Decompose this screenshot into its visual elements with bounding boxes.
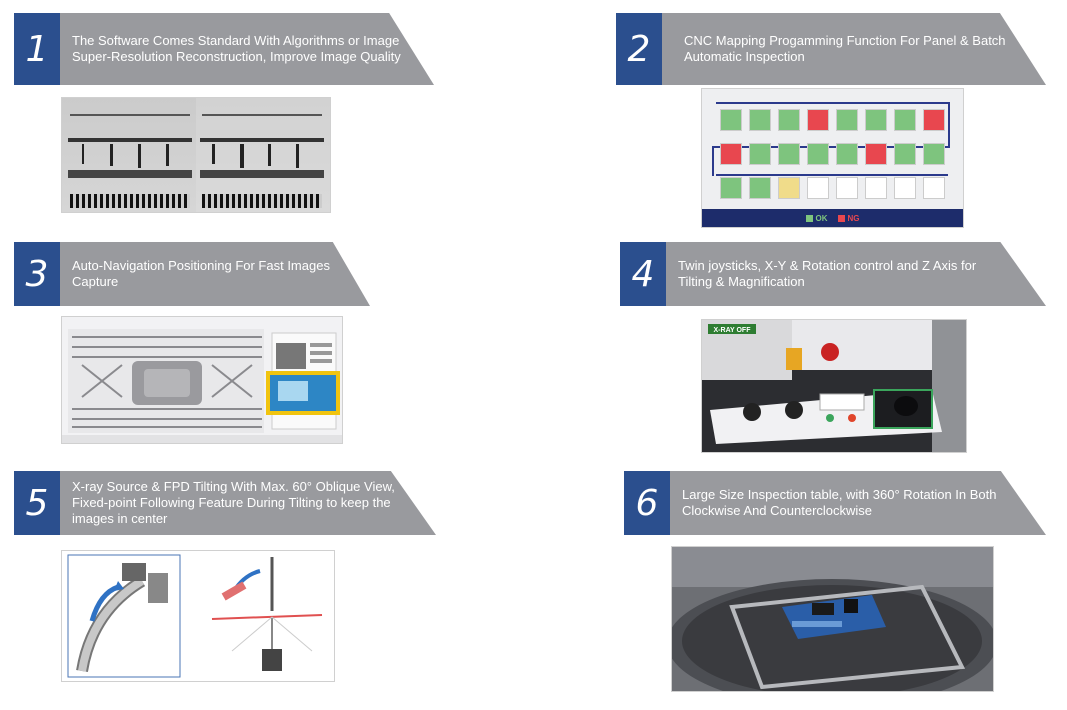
- cnc-cell-ok: [778, 143, 800, 165]
- cnc-cell-ok: [894, 109, 916, 131]
- cnc-cell-ok: [923, 143, 945, 165]
- feature-title: Auto-Navigation Positioning For Fast Ima…: [72, 258, 330, 289]
- cnc-cell-empty: [807, 177, 829, 199]
- cnc-cell-empty: [923, 177, 945, 199]
- feature-number: 6: [624, 471, 670, 535]
- rotation-table-photo: [671, 546, 994, 692]
- cnc-cell-empty: [894, 177, 916, 199]
- cnc-cell-ng: [923, 109, 945, 131]
- cnc-mapping-diagram: OK NG: [701, 88, 964, 228]
- cnc-cell-ng: [865, 143, 887, 165]
- xray-off-label: X-RAY OFF: [714, 327, 752, 334]
- cnc-cell-pending: [778, 177, 800, 199]
- feature-title: Twin joysticks, X-Y & Rotation control a…: [678, 258, 977, 289]
- tilting-diagram: [61, 550, 335, 682]
- feature-number: 2: [616, 13, 662, 85]
- feature-title: The Software Comes Standard With Algorit…: [72, 33, 401, 64]
- cnc-cell-ok: [749, 177, 771, 199]
- cnc-cell-ok: [807, 143, 829, 165]
- legend-ok: OK: [815, 213, 828, 223]
- feature-5-banner: 5 X-ray Source & FPD Tilting With Max. 6…: [14, 471, 436, 535]
- feature-2-banner: 2 CNC Mapping Progamming Function For Pa…: [616, 13, 1046, 85]
- cnc-cell-ok: [894, 143, 916, 165]
- cnc-legend: OK NG: [702, 209, 963, 227]
- legend-ng: NG: [847, 213, 860, 223]
- feature-1-banner: 1 The Software Comes Standard With Algor…: [14, 13, 434, 85]
- cnc-cell-empty: [865, 177, 887, 199]
- feature-number: 5: [14, 471, 60, 535]
- cnc-cell-ok: [836, 143, 858, 165]
- feature-title: CNC Mapping Progamming Function For Pane…: [684, 33, 1006, 64]
- image-super-resolution-photo: [61, 97, 331, 213]
- feature-number: 3: [14, 242, 60, 306]
- feature-title: X-ray Source & FPD Tilting With Max. 60°…: [72, 479, 395, 526]
- feature-number: 1: [14, 13, 60, 85]
- cnc-cell-ok: [749, 109, 771, 131]
- feature-title: Large Size Inspection table, with 360° R…: [682, 487, 997, 518]
- heatsink-xray-image: [62, 317, 342, 443]
- joystick-control-panel-photo: X-RAY OFF: [701, 319, 967, 453]
- feature-3-banner: 3 Auto-Navigation Positioning For Fast I…: [14, 242, 370, 306]
- cnc-cell-ok: [865, 109, 887, 131]
- cnc-cell-empty: [836, 177, 858, 199]
- cnc-cell-ok: [778, 109, 800, 131]
- feature-4-banner: 4 Twin joysticks, X-Y & Rotation control…: [620, 242, 1046, 306]
- cnc-cell-ok: [720, 177, 742, 199]
- feature-6-banner: 6 Large Size Inspection table, with 360°…: [624, 471, 1046, 535]
- cnc-cell-ok: [749, 143, 771, 165]
- cnc-cell-ng: [720, 143, 742, 165]
- auto-navigation-screenshot: [61, 316, 343, 444]
- cnc-cell-ok: [720, 109, 742, 131]
- cnc-cell-ng: [807, 109, 829, 131]
- cnc-cell-ok: [836, 109, 858, 131]
- feature-number: 4: [620, 242, 666, 306]
